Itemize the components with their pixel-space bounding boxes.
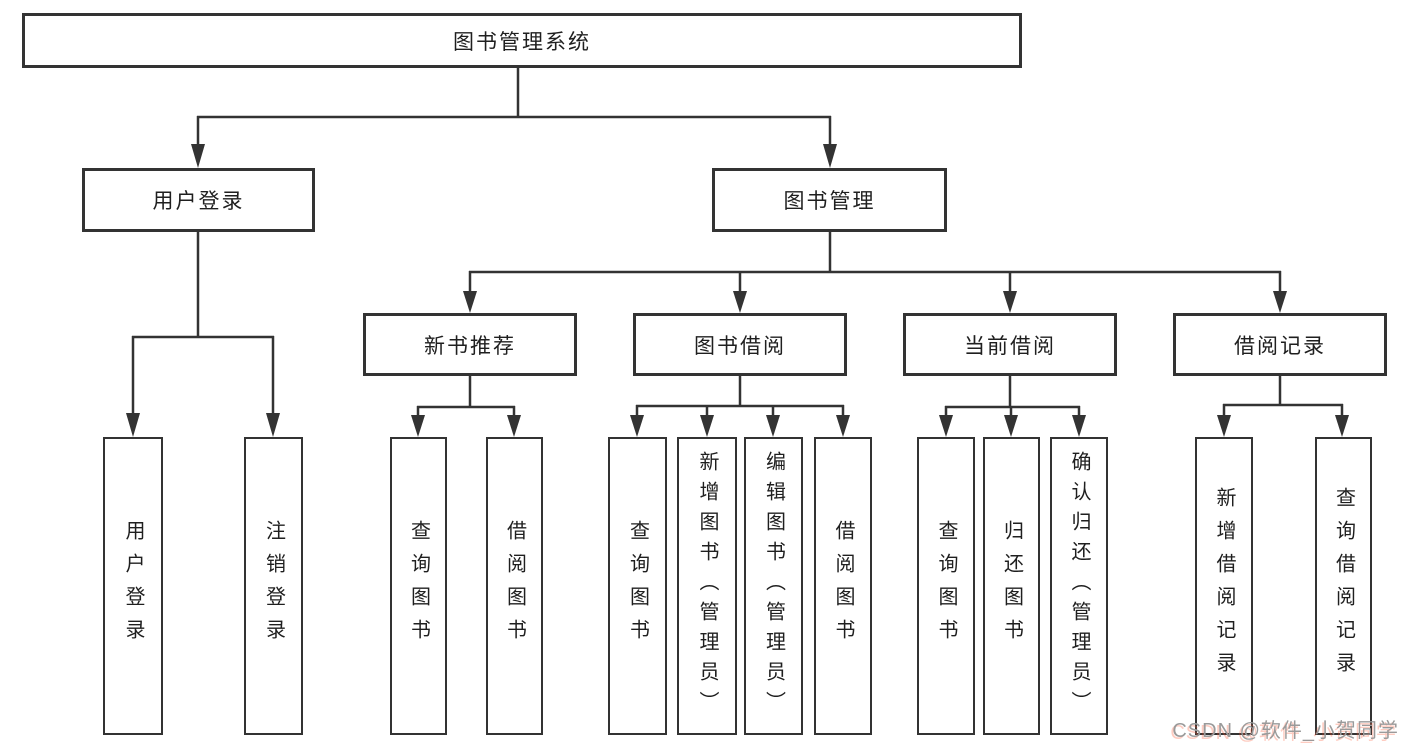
- leaf-return-books-label: 归还图书: [1000, 520, 1023, 652]
- node-library-management-system: 图书管理系统: [22, 13, 1022, 68]
- leaf-add-borrow-record: 新增借阅记录: [1195, 437, 1253, 735]
- leaf-edit-books-admin: 编辑图书（管理员）: [744, 437, 803, 735]
- leaf-borrow-books-recommend: 借阅图书: [486, 437, 543, 735]
- node-user-login: 用户登录: [82, 168, 315, 232]
- arrowheads: [126, 144, 1349, 437]
- node-new-book-recommendation: 新书推荐: [363, 313, 577, 376]
- leaf-add-borrow-record-label: 新增借阅记录: [1213, 487, 1235, 685]
- leaf-query-borrow-record-label: 查询借阅记录: [1332, 487, 1355, 685]
- leaf-logout: 注销登录: [244, 437, 303, 735]
- arrowhead-icon: [836, 415, 850, 437]
- leaf-logout-label: 注销登录: [262, 520, 285, 652]
- arrowhead-icon: [1273, 291, 1287, 313]
- leaf-user-login: 用户登录: [103, 437, 163, 735]
- arrowhead-icon: [1217, 415, 1231, 437]
- node-new-book-recommendation-label: 新书推荐: [424, 334, 516, 358]
- node-book-borrowing: 图书借阅: [633, 313, 847, 376]
- node-user-login-label: 用户登录: [152, 190, 245, 213]
- leaf-confirm-return-admin-label: 确认归还（管理员）: [1068, 451, 1090, 721]
- arrowhead-icon: [700, 415, 714, 437]
- arrowhead-icon: [191, 144, 205, 168]
- leaf-borrow-books-recommend-label: 借阅图书: [503, 520, 526, 652]
- leaf-edit-books-admin-label: 编辑图书（管理员）: [762, 451, 785, 721]
- arrowhead-icon: [411, 415, 425, 437]
- leaf-query-books-recommend-label: 查询图书: [407, 520, 430, 652]
- arrowhead-icon: [630, 415, 644, 437]
- node-current-borrowing: 当前借阅: [903, 313, 1117, 376]
- arrowhead-icon: [1335, 415, 1349, 437]
- node-book-management-label: 图书管理: [783, 190, 876, 213]
- node-current-borrowing-label: 当前借阅: [964, 334, 1056, 358]
- arrowhead-icon: [823, 144, 837, 168]
- arrowhead-icon: [733, 291, 747, 313]
- node-borrowing-records: 借阅记录: [1173, 313, 1387, 376]
- leaf-query-books-borrowing: 查询图书: [608, 437, 667, 735]
- arrowhead-icon: [939, 415, 953, 437]
- leaf-query-books-recommend: 查询图书: [390, 437, 447, 735]
- arrowhead-icon: [126, 413, 140, 437]
- leaf-return-books: 归还图书: [983, 437, 1040, 735]
- leaf-borrow-books: 借阅图书: [814, 437, 872, 735]
- arrowhead-icon: [266, 413, 280, 437]
- arrowhead-icon: [1072, 415, 1086, 437]
- leaf-borrow-books-label: 借阅图书: [832, 520, 854, 652]
- arrowhead-icon: [507, 415, 521, 437]
- arrowhead-icon: [1004, 415, 1018, 437]
- leaf-query-books-current-label: 查询图书: [935, 520, 957, 652]
- leaf-confirm-return-admin: 确认归还（管理员）: [1050, 437, 1108, 735]
- node-book-borrowing-label: 图书借阅: [694, 334, 786, 358]
- node-borrowing-records-label: 借阅记录: [1234, 334, 1326, 358]
- arrowhead-icon: [1003, 291, 1017, 313]
- leaf-query-borrow-record: 查询借阅记录: [1315, 437, 1372, 735]
- leaf-query-books-borrowing-label: 查询图书: [626, 520, 649, 652]
- leaf-add-books-admin: 新增图书（管理员）: [677, 437, 737, 735]
- node-library-management-system-label: 图书管理系统: [453, 30, 591, 54]
- leaf-add-books-admin-label: 新增图书（管理员）: [696, 451, 718, 721]
- leaf-query-books-current: 查询图书: [917, 437, 975, 735]
- arrowhead-icon: [766, 415, 780, 437]
- csdn-watermark: CSDN @软件_小贺同学: [1172, 720, 1399, 742]
- leaf-user-login-label: 用户登录: [122, 520, 144, 652]
- node-book-management: 图书管理: [712, 168, 947, 232]
- arrowhead-icon: [463, 291, 477, 313]
